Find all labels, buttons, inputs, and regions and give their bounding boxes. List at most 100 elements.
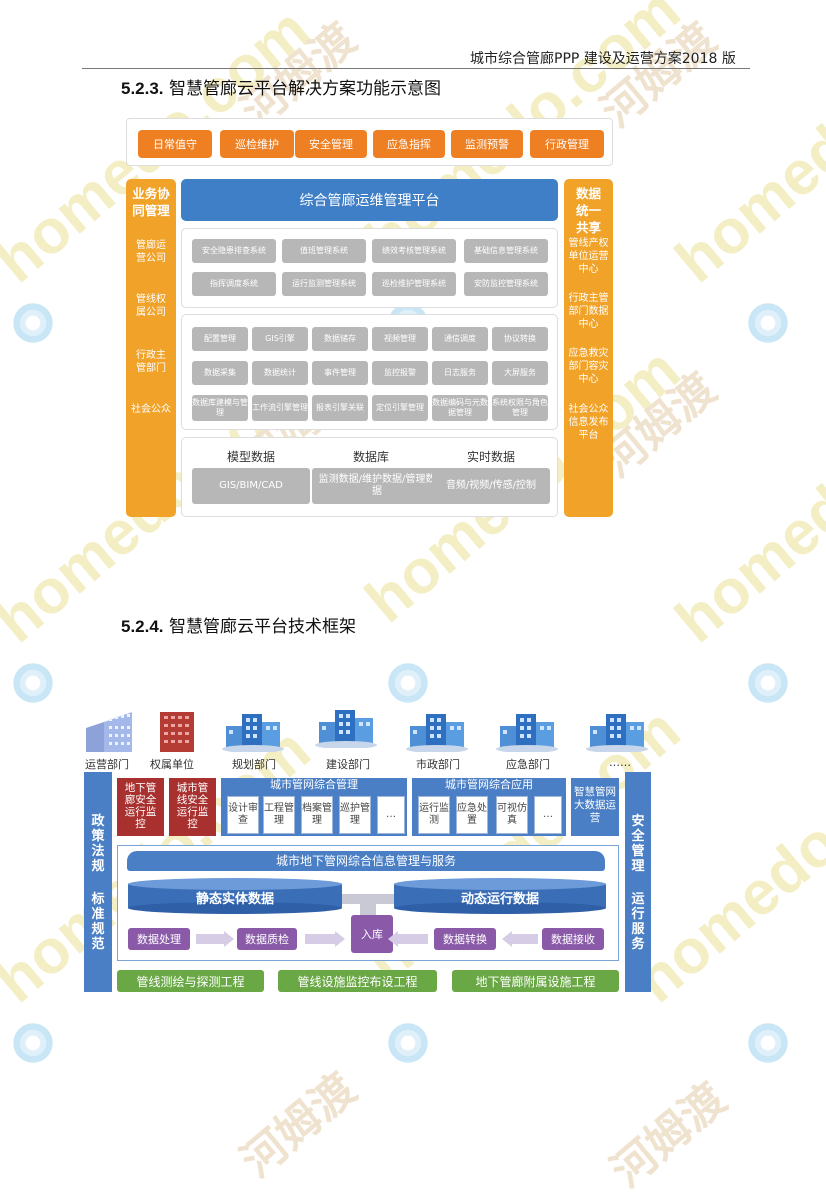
column-item: 行政主管部门 — [136, 350, 166, 374]
service-box: 事件管理 — [312, 361, 368, 385]
app-item: 可视仿真 — [496, 796, 528, 834]
unit-label: 规划部门 — [232, 758, 276, 771]
service-box: 数据编码与元数据管理 — [432, 395, 488, 421]
section-number: 5.2.4. — [121, 617, 164, 636]
watermark-text: 河姆渡 — [601, 1073, 736, 1198]
section-title: 智慧管廊云平台解决方案功能示意图 — [168, 79, 441, 99]
buildings-cluster-icon — [315, 710, 377, 748]
project-bar: 地下管廊附属设施工程 — [452, 970, 619, 992]
info-service-bar: 城市地下管网综合信息管理与服务 — [127, 851, 605, 871]
data-layer-box: GIS/BIM/CAD — [192, 468, 310, 504]
service-box: 大屏服务 — [492, 361, 548, 385]
page-header: 城市综合管廊PPP 建设及运营方案2018 版 — [470, 51, 736, 67]
dynamic-data-label: 动态运行数据 — [460, 892, 539, 907]
system-box: 指挥调度系统 — [192, 272, 276, 296]
flower-icon — [745, 300, 791, 346]
data-layer-box: 监测数据/维护数据/管理数据 — [312, 468, 442, 504]
group-title: 城市管网综合管理 — [221, 778, 407, 792]
service-box: 报表引擎关联 — [312, 395, 368, 421]
column-item: 应急救灾部门容灾中心 — [568, 348, 609, 385]
unit-label: …… — [609, 756, 631, 769]
function-button: 巡检维护 — [220, 130, 294, 158]
building-icon — [86, 712, 132, 752]
system-box: 基础信息管理系统 — [464, 239, 548, 263]
buildings-cluster-icon — [496, 714, 558, 752]
watermark-text: homedo.com — [622, 715, 826, 1016]
project-bar: 管线设施监控布设工程 — [278, 970, 437, 992]
column-item: 管线产权单位运营中心 — [568, 238, 609, 275]
city-pipeline-monitor: 城市管线安全运行监控 — [169, 778, 216, 836]
data-layer-label: 实时数据 — [466, 450, 515, 464]
system-box: 值班管理系统 — [282, 239, 366, 263]
mgmt-item: … — [377, 796, 405, 834]
group-title: 城市管网综合应用 — [412, 778, 566, 792]
services-panel: 配置管理 GIS引擎 数据储存 视频管理 通信调度 协议转换 数据采集 数据统计… — [181, 314, 558, 430]
flower-icon — [385, 660, 431, 706]
top-function-bar: 日常值守 巡检维护 安全管理 应急指挥 监测预警 行政管理 — [126, 118, 613, 166]
function-button: 应急指挥 — [373, 130, 445, 158]
section-heading-524: 5.2.4. 智慧管廊云平台技术框架 — [121, 612, 356, 637]
function-button: 监测预警 — [451, 130, 523, 158]
column-item: 社会公众信息发布平台 — [568, 404, 609, 441]
business-collab-column: 业务协同管理 管廊运营公司 管线权属公司 行政主管部门 社会公众 — [126, 179, 176, 517]
process-step: 数据转换 — [434, 928, 496, 950]
process-step: 数据接收 — [542, 928, 604, 950]
column-text: 标准规范 — [91, 892, 105, 952]
function-button: 行政管理 — [530, 130, 604, 158]
column-item: 社会公众 — [131, 404, 171, 415]
storage-box: 入库 — [351, 915, 393, 953]
app-item: 运行监测 — [418, 796, 450, 834]
service-box: 日志服务 — [432, 361, 488, 385]
pipeline-management-group: 城市管网综合管理 设计审查 工程管理 档案管理 巡护管理 … — [221, 778, 407, 836]
data-share-column: 数据统一共享 管线产权单位运营中心 行政主管部门数据中心 应急救灾部门容灾中心 … — [564, 179, 613, 517]
service-box: 数据库建模与管理 — [192, 395, 248, 421]
service-box: 配置管理 — [192, 327, 248, 351]
system-box: 安防监控管理系统 — [464, 272, 548, 296]
mgmt-item: 档案管理 — [301, 796, 333, 834]
header-divider — [82, 68, 750, 69]
app-item: 应急处置 — [456, 796, 488, 834]
service-box: 数据采集 — [192, 361, 248, 385]
dynamic-data-cylinder — [394, 878, 606, 914]
column-title: 业务协同管理 — [132, 186, 170, 218]
section-number: 5.2.3. — [121, 79, 164, 98]
watermark-text: homedo.com — [662, 355, 826, 656]
safety-service-column: 安全管理 运行服务 — [625, 772, 651, 992]
service-box: 数据统计 — [252, 361, 308, 385]
flower-icon — [745, 660, 791, 706]
flower-icon — [745, 1020, 791, 1066]
column-text: 安全管理 — [631, 814, 645, 874]
column-text: 政策法规 — [91, 814, 105, 874]
project-bar: 管线测绘与探测工程 — [117, 970, 264, 992]
service-box: 系统权限与角色管理 — [492, 395, 548, 421]
column-item: 行政主管部门数据中心 — [568, 293, 609, 330]
mgmt-item: 巡护管理 — [339, 796, 371, 834]
service-box: 定位引擎管理 — [372, 395, 428, 421]
column-item: 管线权属公司 — [136, 294, 166, 318]
unit-label: 建设部门 — [326, 758, 370, 771]
connector-shape — [342, 894, 394, 918]
platform-title-bar: 综合管廊运维管理平台 — [181, 179, 558, 221]
underground-corridor-monitor: 地下管廊安全运行监控 — [117, 778, 164, 836]
service-box: 视频管理 — [372, 327, 428, 351]
service-box: GIS引擎 — [252, 327, 308, 351]
buildings-cluster-icon — [406, 714, 468, 752]
arrow-left-icon — [502, 931, 538, 947]
column-text: 运行服务 — [631, 892, 645, 952]
policy-standard-column: 政策法规 标准规范 — [84, 772, 112, 992]
system-box: 安全隐患排查系统 — [192, 239, 276, 263]
column-title: 数据统一共享 — [575, 186, 601, 235]
flower-icon — [385, 1020, 431, 1066]
process-step: 数据质检 — [237, 928, 297, 950]
mgmt-item: 设计审查 — [227, 796, 259, 834]
service-box: 协议转换 — [492, 327, 548, 351]
building-icon — [160, 712, 194, 752]
app-item: … — [534, 796, 562, 834]
function-button: 日常值守 — [138, 130, 212, 158]
unit-label: 市政部门 — [416, 758, 460, 771]
arrow-left-icon — [388, 931, 428, 947]
section-title: 智慧管廊云平台技术框架 — [168, 617, 356, 637]
pipeline-application-group: 城市管网综合应用 运行监测 应急处置 可视仿真 … — [412, 778, 566, 836]
system-box: 绩效考核管理系统 — [372, 239, 456, 263]
data-layer-label: 模型数据 — [226, 450, 275, 464]
